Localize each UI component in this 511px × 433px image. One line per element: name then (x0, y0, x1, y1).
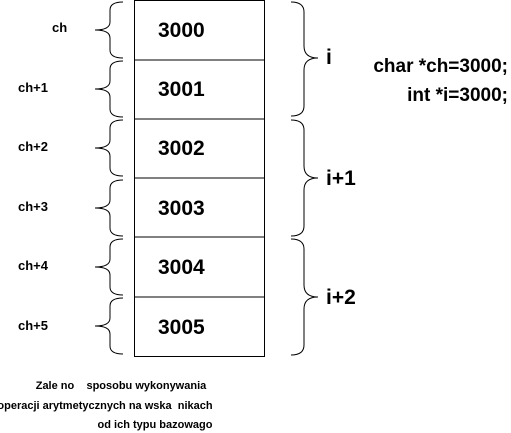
memory-cell-address: 3001 (158, 78, 205, 101)
int-pointer-label: i (326, 46, 332, 69)
left-brace (94, 119, 124, 177)
char-pointer-label: ch+5 (18, 318, 48, 333)
right-brace (290, 1, 319, 117)
memory-cell-address: 3002 (158, 137, 205, 160)
char-pointer-label: ch+4 (18, 258, 49, 273)
int-pointer-label: i+1 (326, 167, 356, 190)
char-braces (94, 1, 124, 355)
memory-cell-address: 3000 (158, 19, 205, 42)
right-brace (290, 119, 319, 237)
char-pointer-label: ch+1 (18, 80, 48, 95)
left-brace (94, 297, 124, 355)
char-pointer-label: ch+2 (18, 139, 48, 154)
code-line: char *ch=3000; (373, 56, 508, 77)
memory-cell-address: 3003 (158, 197, 205, 220)
left-brace (94, 60, 124, 118)
memory-cell-address: 3005 (158, 316, 205, 339)
left-brace (94, 179, 124, 237)
char-pointer-label: ch (52, 20, 67, 35)
code-line: int *i=3000; (407, 85, 508, 106)
memory-cell-address: 3004 (158, 256, 205, 279)
char-pointer-label: ch+3 (18, 199, 48, 214)
right-brace (290, 238, 319, 356)
left-brace (94, 238, 124, 296)
int-pointer-label: i+2 (326, 286, 356, 309)
caption-line: od ich typu bazowago (98, 419, 213, 431)
int-braces (290, 1, 319, 356)
caption-line: operacji arytmetycznych na wska nikach (0, 400, 213, 412)
caption-line: Zale no sposobu wykonywania (36, 380, 207, 392)
memory-cell-dividers (134, 59, 265, 298)
left-brace (94, 1, 124, 59)
